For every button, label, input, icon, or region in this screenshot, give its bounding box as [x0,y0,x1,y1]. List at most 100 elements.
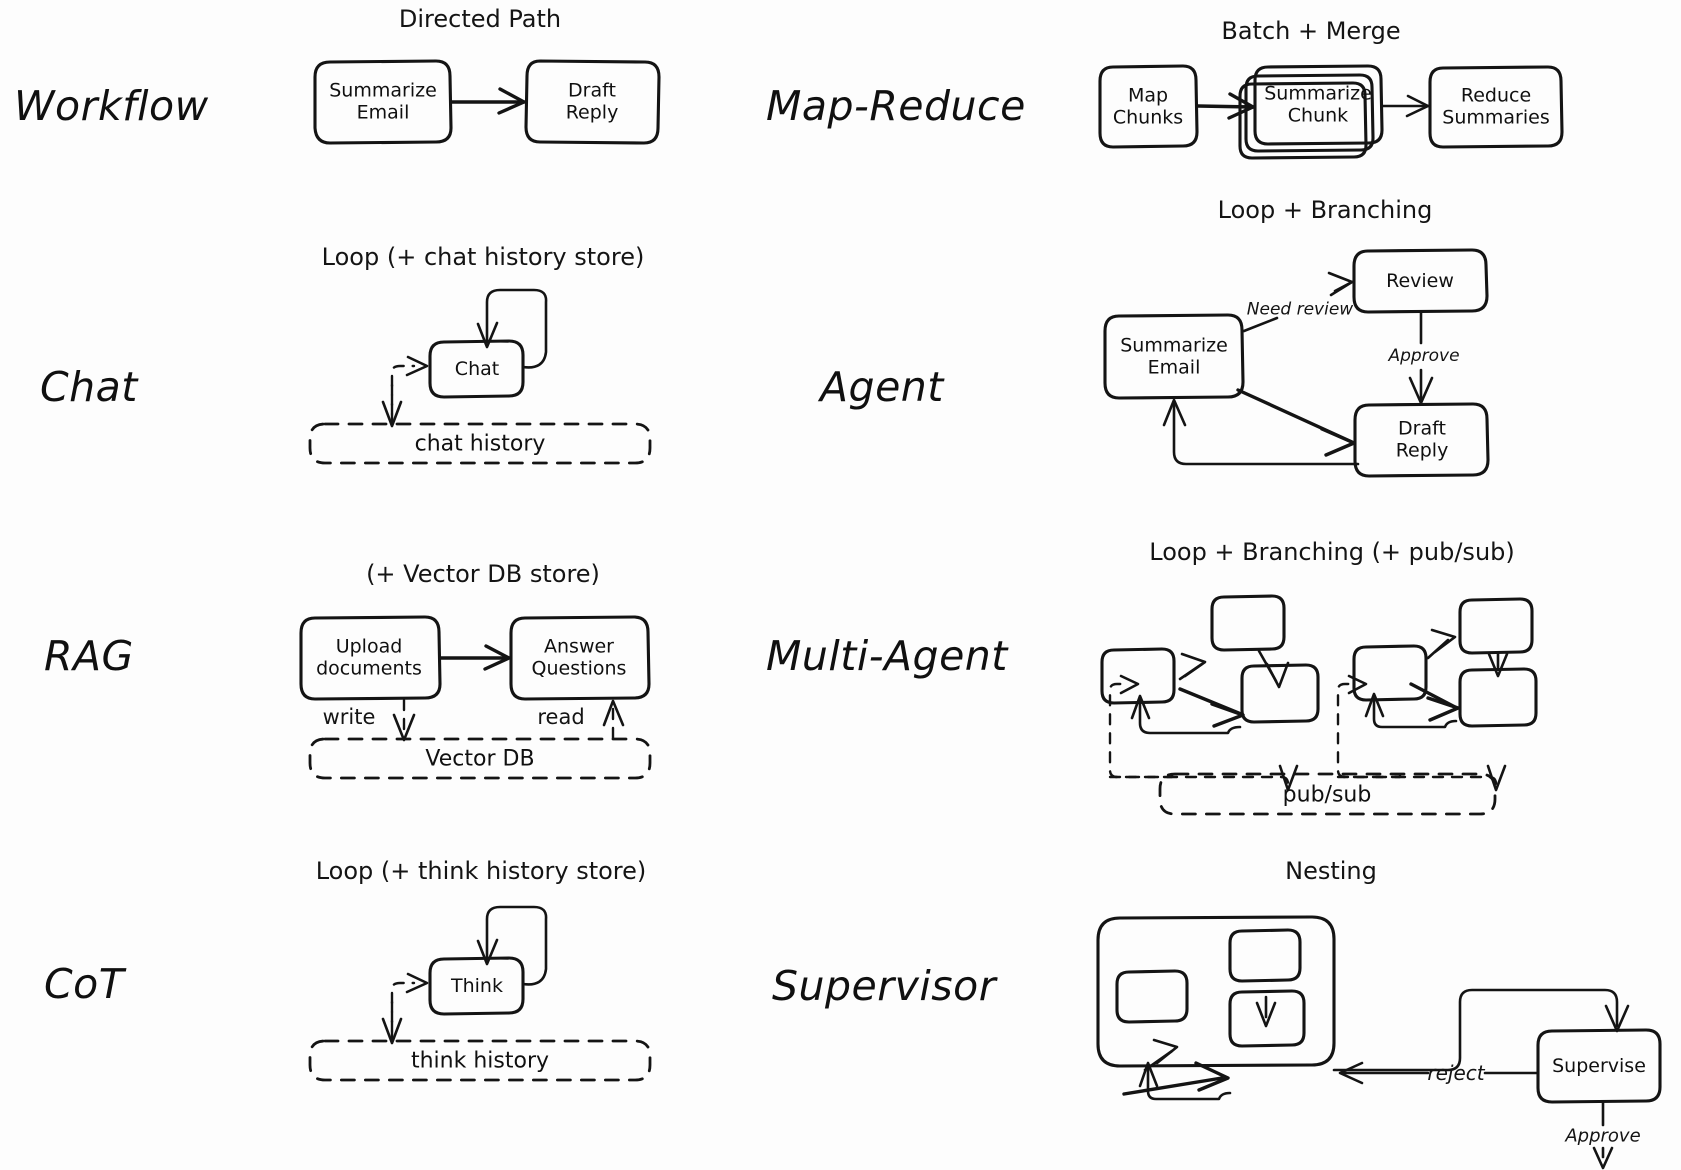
arrowhead-icon [1210,702,1245,728]
arrowhead-icon [1138,1061,1159,1088]
arrowhead-icon [1405,94,1430,118]
node-label-supervise: Supervise [1552,1054,1646,1077]
node-map-chunks-shape[interactable] [1098,64,1199,149]
node-label-summarize-email: Summarize Email [329,79,437,124]
node-label-summarize-chunk: Summarize Chunk [1264,82,1372,127]
node-c-shape[interactable] [1240,663,1320,724]
edge-label-approve: Approve [1388,346,1460,366]
node-label-answer-questions: Answer Questions [531,635,627,680]
edge-label-write: write [322,705,376,729]
node-summarize-email-shape[interactable] [1103,313,1245,400]
arrowhead-icon [476,321,499,349]
arrowhead-icon [1430,628,1457,654]
panel-title-chat: Loop (+ chat history store) [321,243,645,271]
edge-draft-to-summarize-loop [1172,402,1360,466]
edge-cluster-1-to-pubsub [1108,775,1290,792]
workflow-graph [313,59,661,145]
edge-c-to-a-loop [1372,697,1458,729]
row-label-workflow: Workflow [14,82,209,130]
node-a-shape[interactable] [1210,594,1286,652]
arrowhead-icon [1130,694,1151,720]
panel-title-agent: Loop + Branching [1217,196,1433,224]
arrowhead-icon [1347,674,1368,695]
node-supervise-shape[interactable] [1536,1028,1662,1104]
store-label-vector-db: Vector DB [425,746,535,772]
node-chat-shape[interactable] [428,339,525,399]
arrowhead-icon [497,87,526,115]
row-label-rag: RAG [44,632,134,680]
node-c-shape[interactable] [1458,667,1538,728]
edge-think-history-to-think [390,981,416,1043]
arrowhead-icon [405,355,429,377]
arrowhead-icon [483,644,511,671]
arrowhead-icon [1320,427,1356,457]
edge-subgraph-to-supervise [1332,988,1619,1072]
node-draft-reply-shape[interactable] [524,59,661,145]
rag-graph [299,615,652,780]
store-chat-history-shape[interactable] [308,422,652,465]
arrowhead-icon [1194,1061,1230,1092]
edge-inner-a-to-c [1122,1076,1224,1096]
edge-think-self-loop [485,905,548,986]
agent-graph [1103,248,1490,478]
store-think-history-shape[interactable] [308,1039,652,1082]
arrowhead-icon [1327,271,1354,297]
node-inner-b-shape[interactable] [1228,928,1302,983]
node-a-shape[interactable] [1352,644,1428,702]
node-b-shape[interactable] [1100,647,1176,705]
edge-map-to-summarize [1196,104,1255,109]
chat-graph [308,288,652,465]
arrowhead-icon [1152,1038,1179,1065]
node-upload-documents-shape[interactable] [299,615,442,701]
node-label-reduce-summaries: Reduce Summaries [1442,84,1550,129]
arrowhead-icon [1408,376,1434,405]
node-inner-a-shape[interactable] [1115,969,1189,1024]
node-inner-c-shape[interactable] [1228,989,1306,1048]
store-label-chat-history: chat history [414,431,546,457]
supervisor-graph [1096,915,1662,1170]
row-label-map-reduce: Map-Reduce [766,82,1026,130]
node-review-shape[interactable] [1352,248,1489,314]
edge-inner-c-to-a-loop [1146,1066,1232,1101]
arrowhead-icon [602,699,625,727]
edge-c-to-a-loop [1138,698,1242,735]
node-summarize-email-shape[interactable] [313,59,453,145]
cot-graph [308,905,652,1082]
node-label-upload-documents: Upload documents [316,635,422,680]
panel-title-map-reduce: Batch + Merge [1221,17,1401,45]
panel-title-multi-agent: Loop + Branching (+ pub/sub) [1149,538,1515,566]
edge-label-need-review: Need review [1246,299,1354,320]
node-answer-questions-shape[interactable] [509,615,651,701]
node-b-shape[interactable] [1458,597,1534,655]
arrowhead-icon [1162,398,1187,427]
arrowhead-icon [381,400,403,428]
edge-chat-history-to-chat [390,364,416,426]
edge-label-approve: Approve [1565,1125,1641,1147]
row-label-supervisor: Supervisor [772,962,997,1010]
node-label-draft-reply: Draft Reply [565,79,619,124]
node-draft-reply-shape[interactable] [1353,402,1490,478]
arrowhead-icon [476,938,499,966]
node-reduce-summaries-shape[interactable] [1428,65,1564,149]
arrowhead-icon [405,972,429,994]
arrowhead-icon [1487,652,1509,678]
node-summarize-chunk-stack-mid [1244,73,1375,153]
panel-title-workflow: Directed Path [398,5,562,33]
node-subgraph-container[interactable] [1096,915,1336,1068]
arrowhead-icon [1265,661,1290,689]
edge-label-read: read [537,705,585,729]
panel-title-rag: (+ Vector DB store) [366,560,600,588]
node-summarize-chunk-shape[interactable] [1253,64,1384,146]
edge-summarize-to-review [1242,316,1279,333]
arrowhead-icon [1486,764,1507,792]
store-pub-sub-shape[interactable] [1158,772,1497,816]
arrowhead-icon [1364,692,1385,718]
arrowhead-icon [1255,1001,1277,1028]
node-label-map-chunks: Map Chunks [1112,84,1184,129]
node-summarize-chunk-stack-back [1238,81,1368,160]
store-label-think-history: think history [410,1048,550,1074]
node-think-shape[interactable] [428,956,525,1016]
row-label-chat: Chat [40,363,138,411]
store-vector-db-shape[interactable] [308,737,652,780]
arrowhead-icon [1119,674,1140,695]
